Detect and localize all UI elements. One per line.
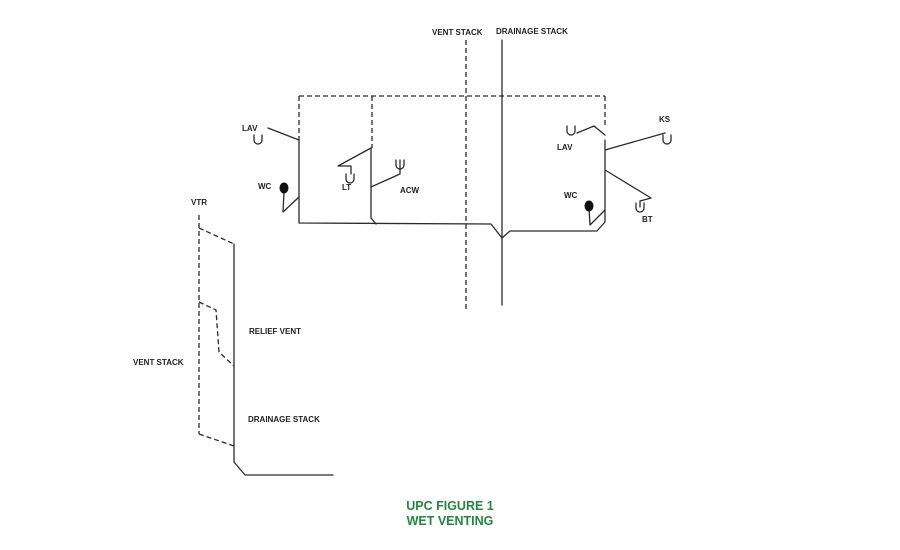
label-bt: BT xyxy=(642,215,653,224)
wc-right-bowl-icon xyxy=(584,200,594,212)
relief-vent-line xyxy=(198,301,235,367)
acw-trap-icon xyxy=(395,159,405,170)
label-wc-right: WC xyxy=(564,191,578,200)
label-vent-stack-top: VENT STACK xyxy=(432,28,483,37)
lower-stack-assembly xyxy=(198,215,334,476)
wc-left-arm xyxy=(282,191,300,213)
label-vtr: VTR xyxy=(191,198,207,207)
branch-drain-mid-elbow xyxy=(370,217,377,225)
upper-drain-piping xyxy=(267,125,666,239)
upper-vent-header xyxy=(298,95,606,148)
lower-vent-connection xyxy=(198,433,235,447)
lav-left-trap-icon xyxy=(253,134,263,145)
ks-trap-icon xyxy=(662,134,672,145)
label-lav-left: LAV xyxy=(242,124,258,133)
label-lt: LT xyxy=(342,183,351,192)
wc-right-arm xyxy=(588,207,606,226)
label-vent-stack-side: VENT STACK xyxy=(133,358,184,367)
upper-vent-connection xyxy=(198,227,235,245)
lav-left-arm xyxy=(267,127,300,141)
wc-left-bowl-icon xyxy=(279,182,289,194)
lav-right-arm xyxy=(576,125,606,136)
label-relief-vent: RELIEF VENT xyxy=(249,327,301,336)
lt-trap-icon xyxy=(345,173,355,184)
label-ks: KS xyxy=(659,115,671,124)
horizontal-drain-left xyxy=(298,139,503,239)
bt-arm xyxy=(604,169,652,208)
bt-trap-icon xyxy=(635,202,645,213)
label-drainage-stack-top: DRAINAGE STACK xyxy=(496,27,568,36)
label-lav-right: LAV xyxy=(557,143,573,152)
fixture-traps xyxy=(253,125,672,213)
label-wc-left: WC xyxy=(258,182,272,191)
figure-caption-title: UPC FIGURE 1 xyxy=(406,499,494,513)
label-acw: ACW xyxy=(400,186,420,195)
lt-arm xyxy=(337,147,372,175)
lower-drainage-stack-line xyxy=(233,243,334,476)
diagram-labels: VENT STACK DRAINAGE STACK LAV WC LT ACW … xyxy=(133,27,671,424)
horizontal-drain-right xyxy=(501,139,606,239)
ks-arm xyxy=(604,132,666,151)
figure-caption-subtitle: WET VENTING xyxy=(406,514,494,528)
acw-arm xyxy=(370,159,401,188)
label-drainage-stack-side: DRAINAGE STACK xyxy=(248,415,320,424)
lav-right-trap-icon xyxy=(566,125,576,136)
